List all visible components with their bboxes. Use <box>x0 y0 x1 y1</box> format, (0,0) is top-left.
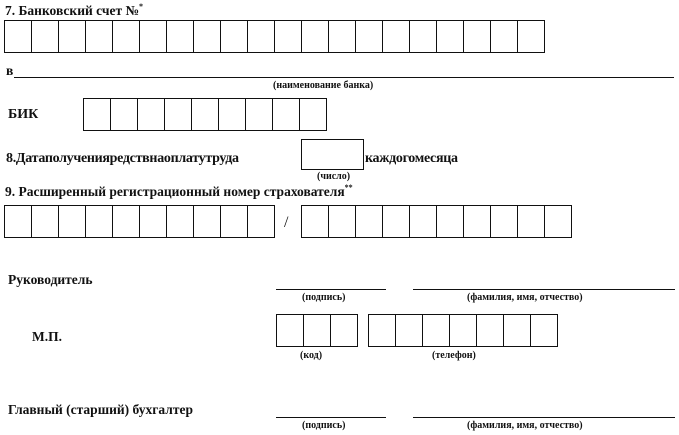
account-digit-cell[interactable] <box>5 20 32 53</box>
bik-digit-cell[interactable] <box>219 98 246 131</box>
reg-digit-cell[interactable] <box>5 205 32 238</box>
bik-digit-cell[interactable] <box>192 98 219 131</box>
head-name-caption: (фамилия, имя, отчество) <box>467 292 583 303</box>
bik-digit-cell[interactable] <box>246 98 273 131</box>
reg-digit-cell[interactable] <box>167 205 194 238</box>
account-digit-cell[interactable] <box>275 20 302 53</box>
reg-digit-cell[interactable] <box>383 205 410 238</box>
footnote-mark-double: ** <box>344 183 353 192</box>
bik-boxes[interactable] <box>83 98 327 131</box>
head-signature-caption: (подпись) <box>302 292 346 303</box>
reg-digit-cell[interactable] <box>518 205 545 238</box>
account-digit-cell[interactable] <box>221 20 248 53</box>
reg-digit-cell[interactable] <box>140 205 167 238</box>
reg-digit-cell[interactable] <box>86 205 113 238</box>
bank-name-line[interactable] <box>14 77 674 78</box>
reg-digit-cell[interactable] <box>329 205 356 238</box>
account-digit-cell[interactable] <box>491 20 518 53</box>
accountant-signature-line[interactable] <box>276 417 386 418</box>
phone-code-boxes[interactable] <box>276 314 358 347</box>
account-digit-cell[interactable] <box>32 20 59 53</box>
account-digit-cell[interactable] <box>59 20 86 53</box>
reg-number-left-boxes[interactable] <box>4 205 275 238</box>
code-digit-cell[interactable] <box>304 314 331 347</box>
pay-day-caption: (число) <box>317 171 351 182</box>
accountant-name-caption: (фамилия, имя, отчество) <box>467 420 583 431</box>
account-digit-cell[interactable] <box>410 20 437 53</box>
reg-digit-cell[interactable] <box>221 205 248 238</box>
phone-digit-cell[interactable] <box>396 314 423 347</box>
reg-number-right-boxes[interactable] <box>301 205 572 238</box>
account-digit-cell[interactable] <box>437 20 464 53</box>
account-digit-cell[interactable] <box>383 20 410 53</box>
bank-name-caption: (наименование банка) <box>273 80 374 91</box>
phone-digit-cell[interactable] <box>504 314 531 347</box>
account-digit-cell[interactable] <box>356 20 383 53</box>
pay-day-box[interactable] <box>301 139 364 170</box>
code-digit-cell[interactable] <box>331 314 358 347</box>
footnote-mark: * <box>139 2 144 11</box>
account-digit-cell[interactable] <box>194 20 221 53</box>
section-8-suffix: каждогомесяца <box>365 151 458 166</box>
reg-digit-cell[interactable] <box>194 205 221 238</box>
account-digit-cell[interactable] <box>302 20 329 53</box>
accountant-name-line[interactable] <box>413 417 675 418</box>
bik-digit-cell[interactable] <box>300 98 327 131</box>
account-digit-cell[interactable] <box>248 20 275 53</box>
reg-digit-cell[interactable] <box>59 205 86 238</box>
head-label: Руководитель <box>8 272 93 287</box>
account-digit-cell[interactable] <box>518 20 545 53</box>
section-9-text: 9. Расширенный регистрационный номер стр… <box>5 184 345 199</box>
account-digit-cell[interactable] <box>329 20 356 53</box>
bik-digit-cell[interactable] <box>111 98 138 131</box>
reg-digit-cell[interactable] <box>491 205 518 238</box>
reg-digit-cell[interactable] <box>302 205 329 238</box>
account-digit-cell[interactable] <box>167 20 194 53</box>
code-digit-cell[interactable] <box>277 314 304 347</box>
reg-digit-cell[interactable] <box>437 205 464 238</box>
phone-caption: (телефон) <box>432 350 476 361</box>
reg-digit-cell[interactable] <box>545 205 572 238</box>
reg-digit-cell[interactable] <box>113 205 140 238</box>
code-caption: (код) <box>300 350 323 361</box>
stamp-label: М.П. <box>32 329 62 344</box>
bik-digit-cell[interactable] <box>138 98 165 131</box>
account-digit-cell[interactable] <box>464 20 491 53</box>
bik-digit-cell[interactable] <box>165 98 192 131</box>
accountant-label: Главный (старший) бухгалтер <box>8 402 193 417</box>
bik-digit-cell[interactable] <box>273 98 300 131</box>
phone-digit-cell[interactable] <box>450 314 477 347</box>
bik-label: БИК <box>8 107 39 122</box>
account-digit-cell[interactable] <box>113 20 140 53</box>
phone-digit-cell[interactable] <box>423 314 450 347</box>
head-signature-line[interactable] <box>276 289 386 290</box>
bik-digit-cell[interactable] <box>84 98 111 131</box>
account-digit-cell[interactable] <box>86 20 113 53</box>
phone-number-boxes[interactable] <box>368 314 558 347</box>
section-7-label: 7. Банковский счет №* <box>5 2 144 18</box>
reg-digit-cell[interactable] <box>248 205 275 238</box>
accountant-signature-caption: (подпись) <box>302 420 346 431</box>
reg-digit-cell[interactable] <box>32 205 59 238</box>
reg-digit-cell[interactable] <box>356 205 383 238</box>
section-7-text: 7. Банковский счет № <box>5 3 140 18</box>
bank-prefix: в <box>6 63 14 78</box>
reg-number-separator: / <box>284 214 289 231</box>
phone-digit-cell[interactable] <box>369 314 396 347</box>
section-8-prefix: 8.Датаполученияредствнаоплатутруда <box>6 151 239 166</box>
phone-digit-cell[interactable] <box>531 314 558 347</box>
account-digit-cell[interactable] <box>140 20 167 53</box>
reg-digit-cell[interactable] <box>410 205 437 238</box>
reg-digit-cell[interactable] <box>464 205 491 238</box>
phone-digit-cell[interactable] <box>477 314 504 347</box>
account-number-boxes[interactable] <box>4 20 545 53</box>
section-9-label: 9. Расширенный регистрационный номер стр… <box>5 183 353 199</box>
head-name-line[interactable] <box>413 289 675 290</box>
